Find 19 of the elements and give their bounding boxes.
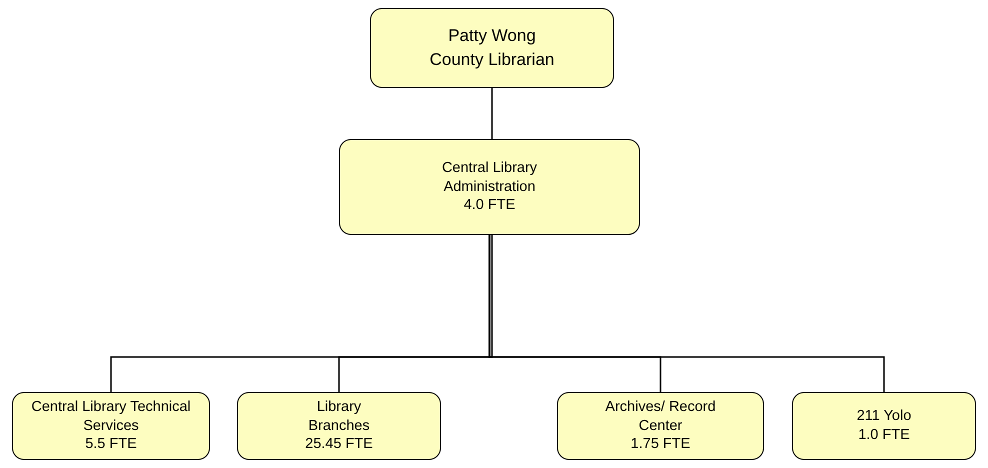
unit-detail: 1.75 FTE (630, 435, 690, 454)
org-box (339, 139, 640, 235)
unit-detail: County Librarian (430, 49, 554, 71)
unit-name: Patty Wong (448, 24, 536, 47)
unit-detail: 5.5 FTE (85, 435, 137, 454)
unit-detail: 4.0 FTE (464, 196, 516, 216)
org-box (12, 392, 210, 460)
unit-name: 211 Yolo (856, 407, 912, 426)
unit-name: Central Library Technical Services (30, 398, 192, 436)
org-box (557, 392, 764, 460)
unit-detail: 1.0 FTE (858, 426, 910, 445)
org-box (370, 8, 614, 88)
org-box (237, 392, 441, 460)
connector-line (488, 235, 885, 392)
unit-name: Library Branches (307, 398, 371, 436)
org-box (792, 392, 976, 460)
unit-name: Archives/ Record Center (604, 398, 717, 436)
unit-detail: 25.45 FTE (305, 435, 373, 454)
unit-name: Central Library Administration (440, 158, 538, 196)
